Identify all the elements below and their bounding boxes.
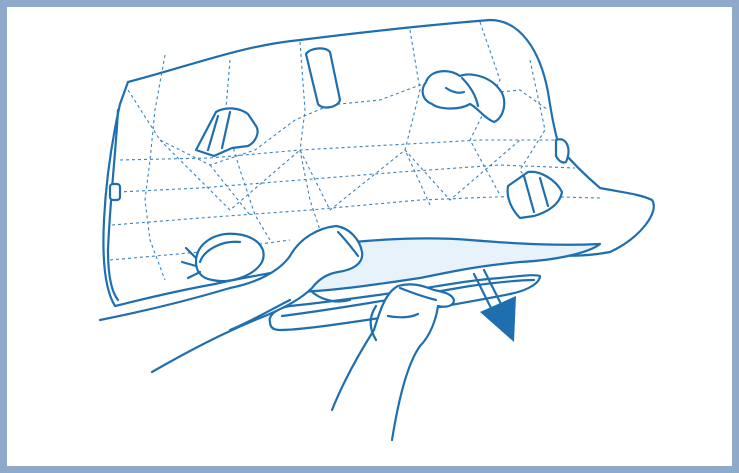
- filter-removal-illustration: [0, 0, 739, 473]
